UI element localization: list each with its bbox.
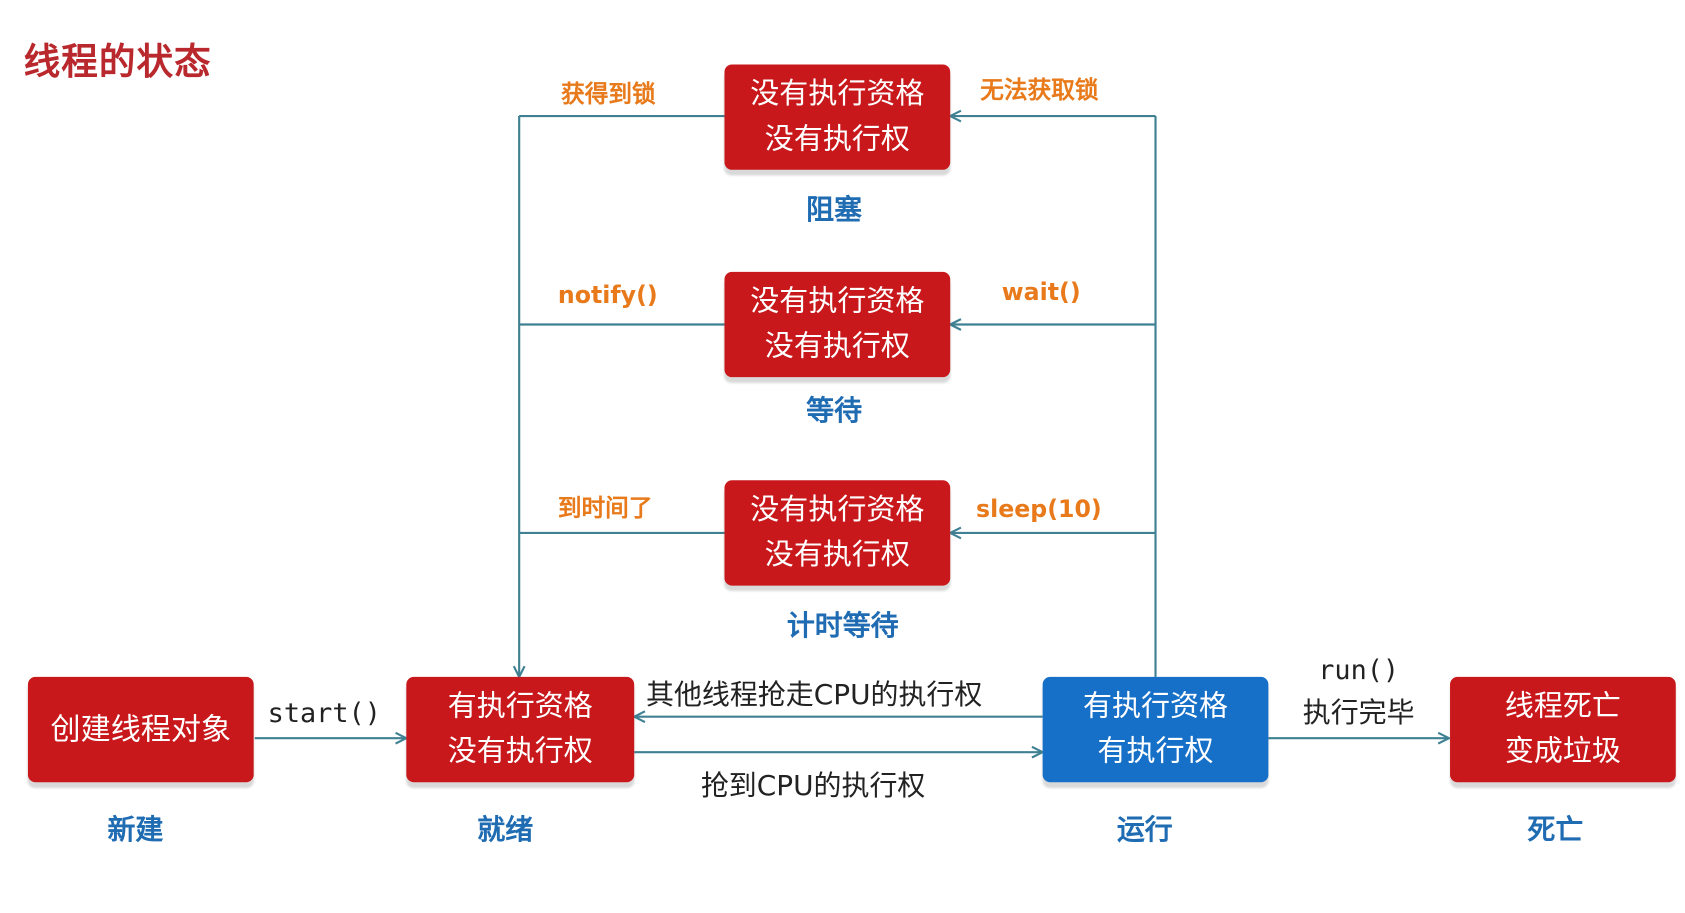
transition-wait: wait()	[1001, 279, 1081, 307]
connectors	[254, 0, 1685, 850]
transition-start: start()	[267, 697, 381, 729]
state-label-runnable: 就绪	[477, 814, 534, 847]
transition-acquire-lock: 获得到锁	[561, 81, 656, 109]
timed-waiting-line2: 没有执行权	[764, 538, 910, 572]
transition-run: run()	[1318, 654, 1400, 686]
state-box-running: 有执行资格 有执行权	[1042, 676, 1269, 783]
timed-waiting-line1: 没有执行资格	[750, 493, 925, 527]
state-box-runnable: 有执行资格 没有执行权	[406, 676, 635, 783]
terminated-line1: 线程死亡	[1504, 689, 1621, 724]
waiting-line2: 没有执行权	[764, 329, 910, 364]
transition-fail-lock: 无法获取锁	[980, 77, 1099, 105]
state-box-new: 创建线程对象	[27, 676, 254, 783]
transition-sleep: sleep(10)	[976, 496, 1102, 524]
new-box-text: 创建线程对象	[50, 711, 232, 747]
state-label-timed-waiting: 计时等待	[786, 610, 899, 643]
runnable-line1: 有执行资格	[447, 689, 593, 724]
running-line1: 有执行资格	[1082, 689, 1229, 724]
state-box-blocked: 没有执行资格 没有执行权	[724, 64, 951, 170]
transition-got-cpu: 抢到CPU的执行权	[700, 770, 926, 803]
blocked-line2: 没有执行权	[764, 122, 910, 156]
state-label-waiting: 等待	[806, 395, 863, 428]
page-title: 线程的状态	[23, 40, 212, 84]
state-label-running: 运行	[1116, 814, 1173, 847]
waiting-line1: 没有执行资格	[750, 284, 925, 319]
transition-preempted: 其他线程抢走CPU的执行权	[646, 679, 983, 712]
terminated-line2: 变成垃圾	[1504, 734, 1621, 769]
running-line2: 有执行权	[1097, 734, 1214, 769]
blocked-line1: 没有执行资格	[750, 77, 925, 111]
transition-notify: notify()	[557, 282, 658, 310]
state-box-terminated: 线程死亡 变成垃圾	[1450, 676, 1676, 783]
state-label-terminated: 死亡	[1527, 814, 1584, 847]
state-box-timed-waiting: 没有执行资格 没有执行权	[724, 480, 951, 586]
transition-run-finished: 执行完毕	[1302, 697, 1415, 730]
state-label-new: 新建	[107, 814, 164, 847]
runnable-line2: 没有执行权	[447, 734, 593, 769]
transition-time-up: 到时间了	[557, 495, 653, 523]
state-label-blocked: 阻塞	[806, 194, 863, 227]
state-box-waiting: 没有执行资格 没有执行权	[724, 271, 951, 378]
